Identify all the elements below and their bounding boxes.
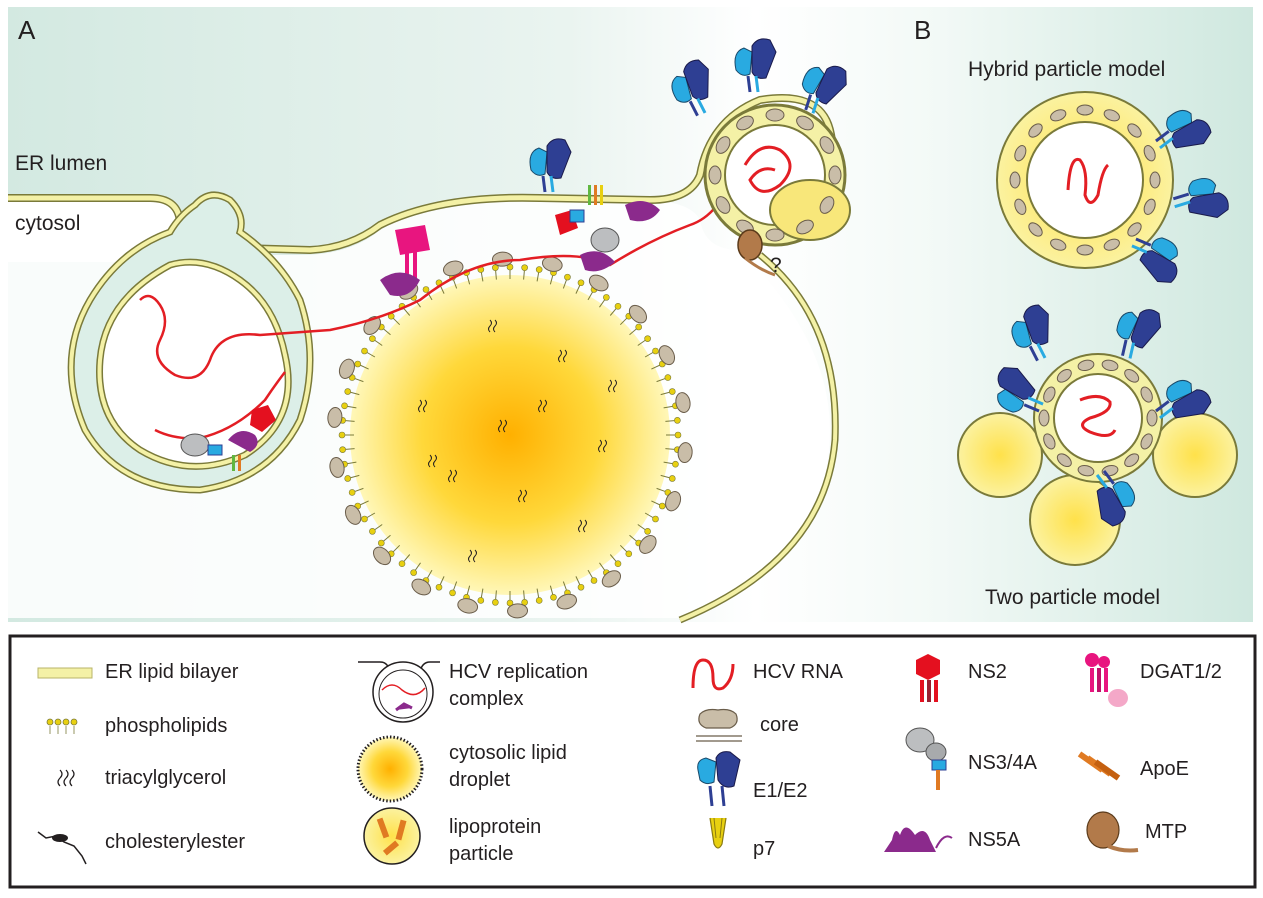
panel-b-letter: B <box>914 15 932 45</box>
legend-ns34a: NS3/4A <box>968 752 1037 774</box>
legend-p7: p7 <box>753 838 776 860</box>
legend-lipid-droplet-line2: droplet <box>449 769 511 791</box>
e1e2-icon <box>697 751 741 807</box>
phospholipid-icon <box>46 718 78 734</box>
legend-lipoprotein-line2: particle <box>449 843 514 865</box>
legend-e1e2: E1/E2 <box>753 780 808 802</box>
envelope-proteins-a <box>529 38 847 193</box>
legend-triacylglycerol: triacylglycerol <box>105 767 227 789</box>
legend-dgat: DGAT1/2 <box>1140 661 1222 683</box>
hcv-rna-strand-2 <box>154 371 286 440</box>
er-lumen-label: ER lumen <box>15 152 108 175</box>
droplet-triacylglycerol <box>418 319 617 563</box>
legend-mtp: MTP <box>1145 821 1188 843</box>
two-particle-core-proteins <box>1038 359 1158 477</box>
hybrid-model-title: Hybrid particle model <box>968 58 1166 81</box>
legend-box <box>8 634 1257 889</box>
cholesterylester-icon <box>37 831 87 865</box>
lipid-droplet-icon <box>356 735 424 803</box>
mtp-icon <box>1086 811 1139 853</box>
assembly-proteins <box>380 185 660 296</box>
legend-replication-complex-line1: HCV replication <box>449 661 588 683</box>
phospholipid-monolayer <box>338 263 682 607</box>
dgat-icon <box>1085 653 1128 707</box>
replication-proteins <box>180 405 276 471</box>
p7-icon <box>709 817 727 849</box>
legend-replication-complex-line2: complex <box>449 688 524 710</box>
legend-cholesterylester: cholesterylester <box>105 831 246 853</box>
legend-hcv-rna: HCV RNA <box>753 661 844 683</box>
cytosol-label: cytosol <box>15 212 81 235</box>
legend-ns5a: NS5A <box>968 829 1021 851</box>
legend-core: core <box>760 714 799 736</box>
panel-a-letter: A <box>18 15 36 45</box>
legend-phospholipids: phospholipids <box>105 715 228 737</box>
hcv-rna-icon <box>691 658 735 691</box>
two-particle-envelope-proteins <box>997 304 1212 527</box>
legend-lipid-droplet-line1: cytosolic lipid <box>449 742 567 764</box>
budding-virion <box>703 103 851 247</box>
two-particle-model-title: Two particle model <box>985 586 1161 609</box>
question-mark: ? <box>770 254 782 277</box>
legend-icons <box>37 653 1139 865</box>
hybrid-core-proteins <box>1009 104 1161 256</box>
two-particle-model <box>957 353 1238 566</box>
apoe-icon <box>1077 751 1121 781</box>
legend-apoe: ApoE <box>1140 758 1189 780</box>
hybrid-particle <box>996 91 1174 269</box>
er-bilayer-icon <box>37 667 93 679</box>
replication-vesicle <box>67 191 314 494</box>
virion-core-proteins <box>708 108 842 242</box>
legend-lipoprotein-line1: lipoprotein <box>449 816 542 838</box>
triacylglycerol-icon <box>57 769 75 787</box>
replication-complex-icon <box>358 661 440 723</box>
core-icon <box>696 708 742 742</box>
lipoprotein-icon <box>363 807 421 865</box>
droplet-core-proteins <box>327 251 693 619</box>
hybrid-envelope-proteins <box>1131 109 1229 283</box>
legend-er-bilayer: ER lipid bilayer <box>105 661 239 683</box>
ns2-icon <box>916 654 940 702</box>
lipid-droplet <box>327 251 693 619</box>
legend-ns2: NS2 <box>968 661 1007 683</box>
ns34a-icon <box>905 727 947 790</box>
ns5a-icon <box>884 827 953 852</box>
mtp-protein <box>737 229 776 277</box>
